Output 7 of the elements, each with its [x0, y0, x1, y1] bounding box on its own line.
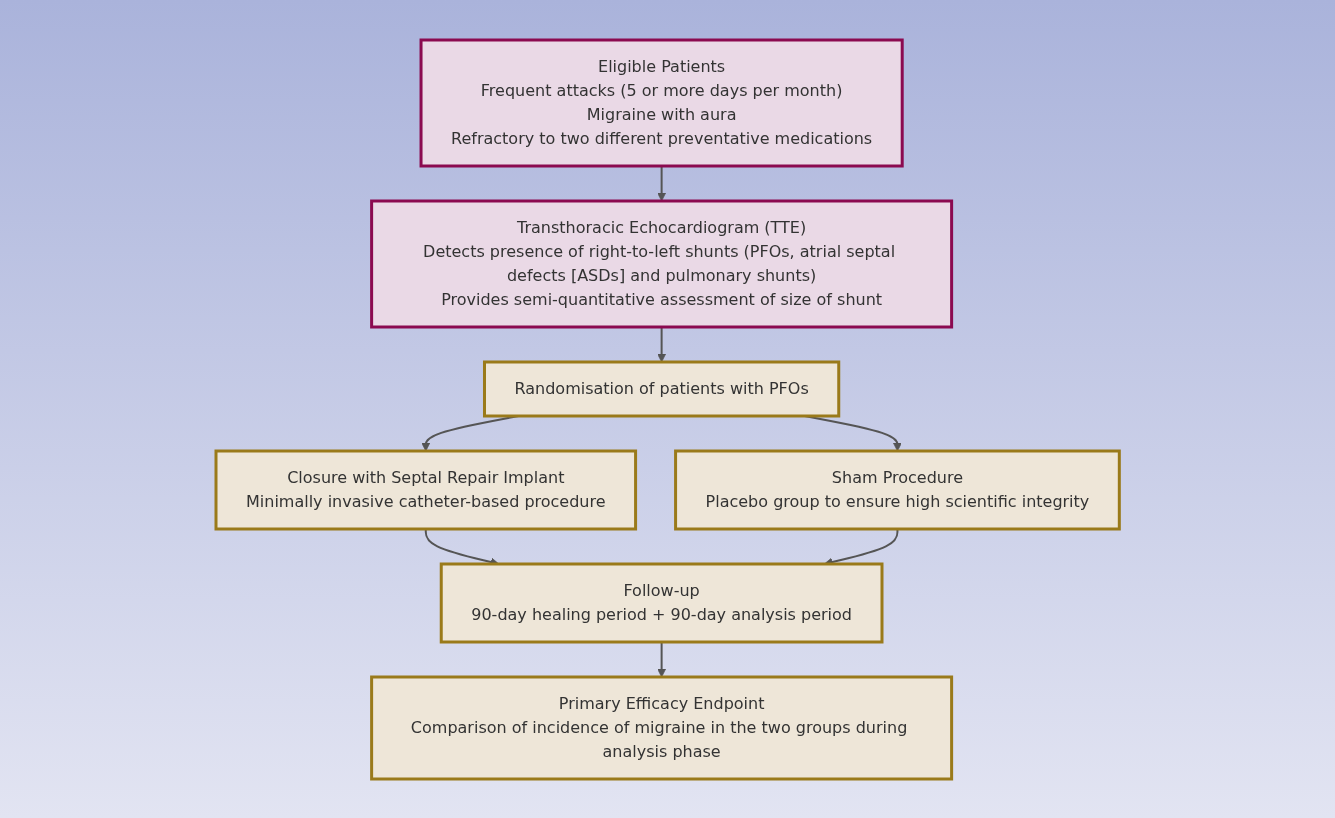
node-box: Follow-up 90-day healing period + 90-day analysis period: [439, 562, 884, 643]
node-box: Randomisation of patients with PFOs: [482, 360, 841, 417]
node-box: Primary Efficacy Endpoint Comparison of incidence of migraine in the two groups during analysis phase: [369, 675, 953, 780]
node-box: Closure with Septal Repair Implant Minimally invasive catheter-based procedure: [214, 449, 637, 530]
node-box: Sham Procedure Placebo group to ensure high scientific integrity: [673, 449, 1121, 530]
node-box: Eligible Patients Frequent attacks (5 or more days per month) Migraine with aura Refractory to two different preventative medications: [419, 38, 904, 167]
node-box: Transthoracic Echocardiogram (TTE) Detects presence of right-to-left shunts (PFOs, atrial septal defects [ASDs] and pulmonary shunts) Provides semi-quantitative assessment of size of shunt: [369, 199, 953, 328]
